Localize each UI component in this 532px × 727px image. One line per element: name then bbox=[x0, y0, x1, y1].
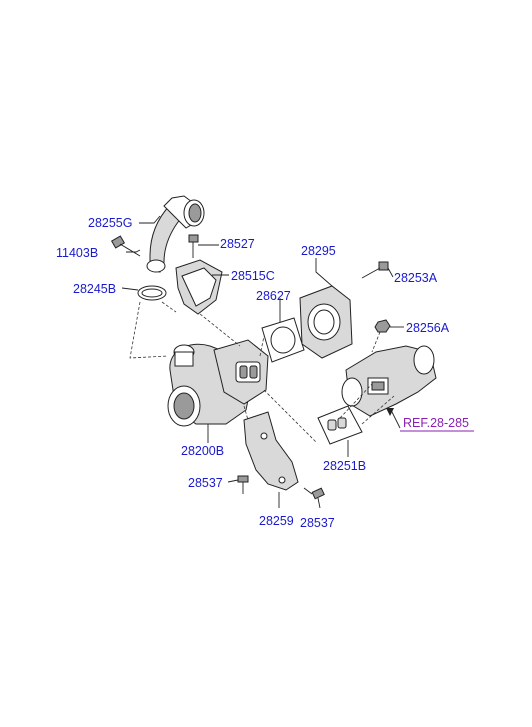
ref-link-28-285[interactable]: REF.28-285 bbox=[403, 416, 469, 430]
callout-labels: 28255G 11403B 28527 28515C 28245B 28295 … bbox=[56, 216, 450, 530]
gasket-28627 bbox=[261, 317, 305, 363]
label-28537-left: 28537 bbox=[188, 476, 223, 490]
leader-lines bbox=[121, 215, 404, 509]
gasket-28251B bbox=[317, 405, 363, 445]
label-28245B: 28245B bbox=[73, 282, 116, 296]
clamp-28245B bbox=[137, 285, 167, 301]
label-28259: 28259 bbox=[259, 514, 294, 528]
reference-link[interactable]: REF.28-285 bbox=[400, 416, 474, 432]
label-28627: 28627 bbox=[256, 289, 291, 303]
assembly-lines bbox=[129, 301, 395, 443]
bolt-11403B bbox=[110, 235, 141, 257]
label-28256A: 28256A bbox=[406, 321, 450, 335]
exhaust-pipe-ref-28-285 bbox=[341, 345, 437, 417]
label-28515C: 28515C bbox=[231, 269, 275, 283]
label-11403B: 11403B bbox=[56, 246, 98, 260]
heat-shield-28515C bbox=[175, 259, 223, 315]
intake-hose-28255G bbox=[146, 195, 205, 273]
bolt-28537-left bbox=[237, 475, 249, 494]
label-28200B: 28200B bbox=[181, 444, 224, 458]
bolt-28527 bbox=[188, 234, 199, 258]
bolt-28253A bbox=[361, 261, 389, 279]
label-28255G: 28255G bbox=[88, 216, 132, 230]
bolt-28537-right bbox=[303, 487, 325, 500]
label-28253A: 28253A bbox=[394, 271, 438, 285]
label-28251B: 28251B bbox=[323, 459, 366, 473]
turbocharger-28200B bbox=[167, 339, 269, 427]
nut-28256A bbox=[374, 319, 391, 333]
label-28537-right: 28537 bbox=[300, 516, 335, 530]
label-28527: 28527 bbox=[220, 237, 255, 251]
label-28295: 28295 bbox=[301, 244, 336, 258]
bracket-28259 bbox=[243, 411, 299, 491]
flange-28295 bbox=[299, 285, 353, 359]
